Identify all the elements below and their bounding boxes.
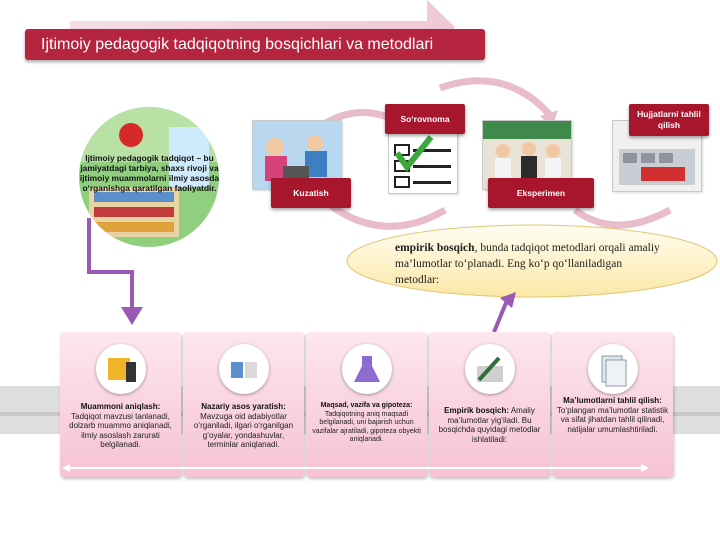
connector-arrowhead — [121, 307, 143, 325]
connector-down — [130, 270, 134, 310]
label-observation: Kuzatish — [271, 178, 351, 208]
stage-title: Ma’lumotlarni tahlil qilish: — [563, 396, 662, 405]
stage-text-2: Nazariy asos yaratish: Mavzuga oid adabi… — [187, 402, 300, 450]
stage-text-1: Muammoni aniqlash: Tadqiqot mavzusi tanl… — [64, 402, 177, 450]
stage-text-4: Empirik bosqich: Amaliy ma’lumotlar yig‘… — [433, 406, 546, 444]
flask-icon — [342, 344, 392, 394]
stage-title: Maqsad, vazifa va gipoteza: — [320, 402, 413, 409]
stage-box-5: Ma’lumotlarni tahlil qilish: To‘plangan … — [552, 332, 673, 477]
label-document-analysis: Hujjatlarni tahlil qilish — [629, 104, 709, 136]
stage-title: Muammoni aniqlash: — [80, 402, 161, 411]
timeline-double-arrow — [62, 464, 649, 472]
stage-description: Tadqiqot mavzusi tanlanadi, dolzarb muam… — [69, 411, 172, 450]
callout-arrow — [492, 292, 516, 333]
stage-box-2: Nazariy asos yaratish: Mavzuga oid adabi… — [183, 332, 304, 477]
stage-title: Nazariy asos yaratish: — [201, 402, 286, 411]
notebook-icon — [96, 344, 146, 394]
connector-vertical — [87, 218, 91, 274]
callout-rest: , bunda tadqiqot metodlari orqali amaliy… — [395, 242, 660, 286]
definition-text: Ijtimoiy pedagogik tadqiqot – bu jamiyat… — [79, 153, 220, 193]
stage-title: Empirik bosqich: — [444, 406, 510, 415]
stage-description: Tadqiqotning aniq maqsadi belgilanadi, u… — [312, 410, 421, 444]
stage-description: Amaliy ma’lumotlar yig‘iladi. Bu bosqich… — [438, 406, 541, 444]
stage-description: To‘plangan ma’lumotlar statistik va sifa… — [556, 405, 669, 434]
page-title: Ijtimoiy pedagogik tadqiqotning bosqichl… — [25, 29, 485, 60]
label-experiment: Eksperimen — [488, 178, 594, 208]
photo-survey — [388, 130, 458, 194]
callout-bubble — [346, 224, 718, 298]
callout-text: empirik bosqich, bunda tadqiqot metodlar… — [395, 240, 665, 288]
connector-horizontal — [87, 270, 134, 274]
stage-description: Mavzuga oid adabiyotlar o‘rganiladi, ilg… — [193, 411, 294, 450]
photo-observation — [252, 120, 342, 190]
stage-box-4: Empirik bosqich: Amaliy ma’lumotlar yig‘… — [429, 332, 550, 477]
stage-box-3: Maqsad, vazifa va gipoteza: Tadqiqotning… — [306, 332, 427, 477]
writing-icon — [465, 344, 515, 394]
callout-bold: empirik bosqich — [395, 242, 475, 254]
documents-icon — [588, 344, 638, 394]
label-survey: So‘rovnoma — [385, 104, 465, 134]
stage-text-5: Ma’lumotlarni tahlil qilish: To‘plangan … — [556, 396, 669, 434]
stage-box-1: Muammoni aniqlash: Tadqiqot mavzusi tanl… — [60, 332, 181, 477]
books-icon — [219, 344, 269, 394]
stage-text-3: Maqsad, vazifa va gipoteza: Tadqiqotning… — [310, 402, 423, 445]
